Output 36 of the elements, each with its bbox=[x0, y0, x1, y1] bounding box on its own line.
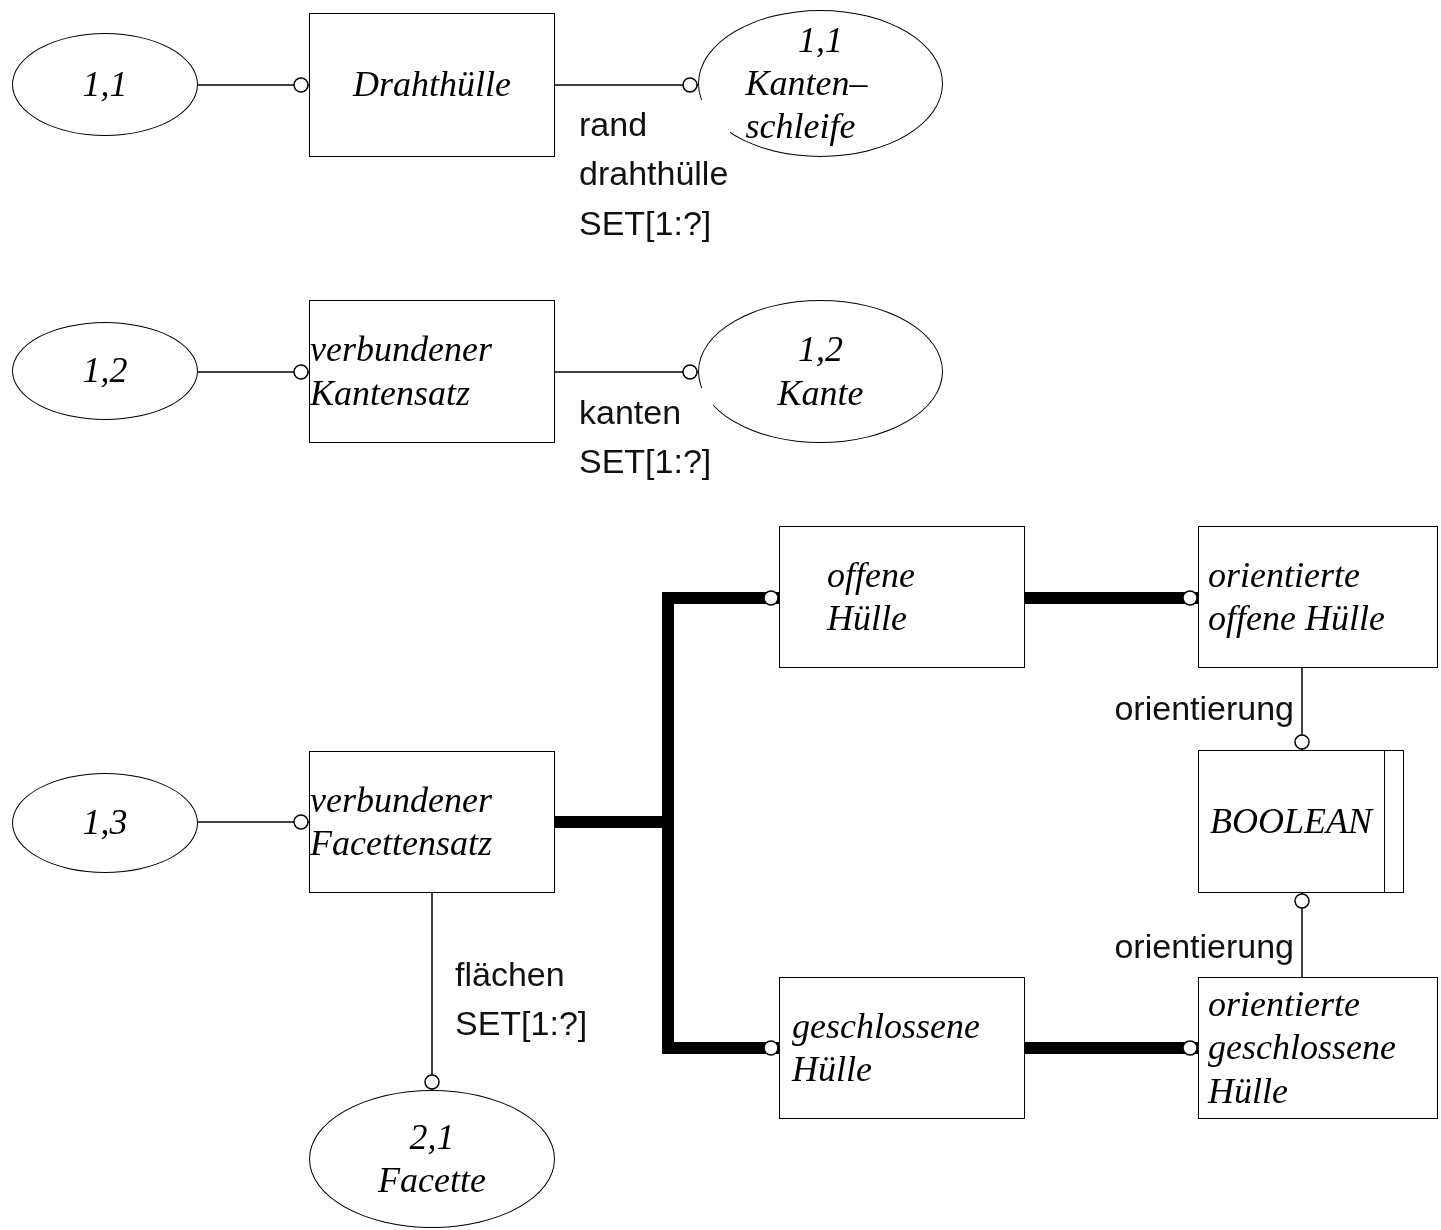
connector bbox=[1294, 892, 1310, 978]
connector bbox=[424, 892, 440, 1091]
thick-connector bbox=[1025, 590, 1198, 606]
entity-name: 1,1 bbox=[82, 62, 128, 106]
connector bbox=[554, 364, 699, 380]
entity-name: orientierte offene Hülle bbox=[1208, 553, 1386, 640]
entity-box bbox=[1198, 526, 1438, 668]
entity-name: verbundener Facettensatz bbox=[310, 778, 493, 865]
entity-box bbox=[779, 526, 1025, 668]
entity-box bbox=[309, 300, 555, 443]
entity-number: 1,1 bbox=[798, 18, 843, 62]
entity-number: 2,1 bbox=[409, 1115, 455, 1159]
entity-box bbox=[779, 977, 1025, 1119]
thick-connector bbox=[1025, 1040, 1198, 1056]
entity-box bbox=[1198, 977, 1438, 1119]
entity-name: Kante bbox=[777, 371, 864, 415]
entity-name: orientierte geschlossene Hülle bbox=[1208, 983, 1397, 1113]
connector bbox=[197, 77, 310, 93]
entity-name: 1,2 bbox=[82, 349, 128, 393]
connector bbox=[1294, 667, 1310, 751]
entity-box bbox=[309, 13, 555, 157]
entity-name: verbundener Kantensatz bbox=[310, 328, 493, 415]
entity-name: Kanten– schleife bbox=[745, 61, 869, 149]
entity-name: BOOLEAN bbox=[1210, 799, 1372, 843]
connector bbox=[197, 814, 310, 830]
entity-name: offene Hülle bbox=[827, 553, 916, 640]
entity-name: Facette bbox=[378, 1159, 486, 1202]
entity-box bbox=[309, 751, 555, 893]
entity-oval bbox=[12, 33, 198, 136]
connector bbox=[197, 364, 310, 380]
entity-name: Drahthülle bbox=[353, 63, 511, 107]
entity-name: geschlossene Hülle bbox=[792, 1004, 981, 1091]
type-box bbox=[1198, 750, 1404, 893]
connector bbox=[554, 77, 699, 93]
entity-name: 1,3 bbox=[82, 801, 128, 845]
entity-number: 1,2 bbox=[798, 328, 843, 372]
